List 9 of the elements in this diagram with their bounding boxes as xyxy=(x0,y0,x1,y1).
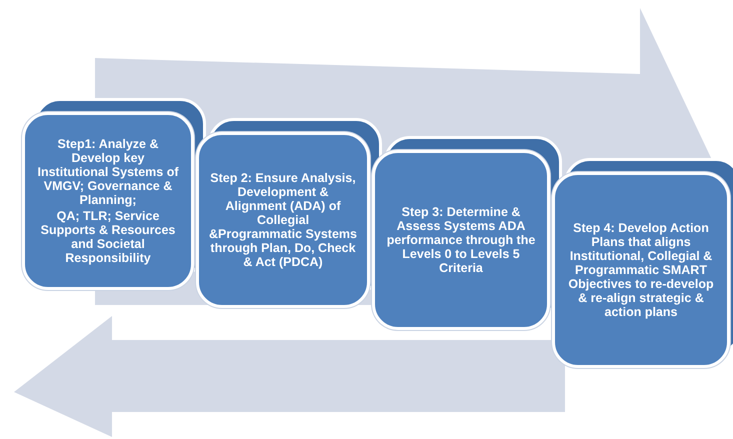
step-text: Step 3: Determine & Assess Systems ADA performance through the Levels 0 to Levels 5 Criteria xyxy=(386,205,536,275)
step-box xyxy=(552,172,730,368)
step-text: Step 2: Ensure Analysis, Development & Alignment (ADA) of Collegial &Programmatic Systems through Plan, Do, Check & Act (PDCA) xyxy=(209,171,357,269)
step-text: Step 4: Develop Action Plans that aligns Institutional, Collegial & Programmatic SMART Objectives to re-develop & re-align strategic & action plans xyxy=(567,221,715,319)
step-box xyxy=(372,150,550,330)
step-box xyxy=(196,132,370,308)
step-text: Step1: Analyze & Develop key Institutional Systems of VMGV; Governance & Planning; xyxy=(36,137,180,207)
step-text: QA; TLR; Service Supports & Resources and Societal Responsibility xyxy=(40,209,176,265)
step-box xyxy=(22,112,194,290)
